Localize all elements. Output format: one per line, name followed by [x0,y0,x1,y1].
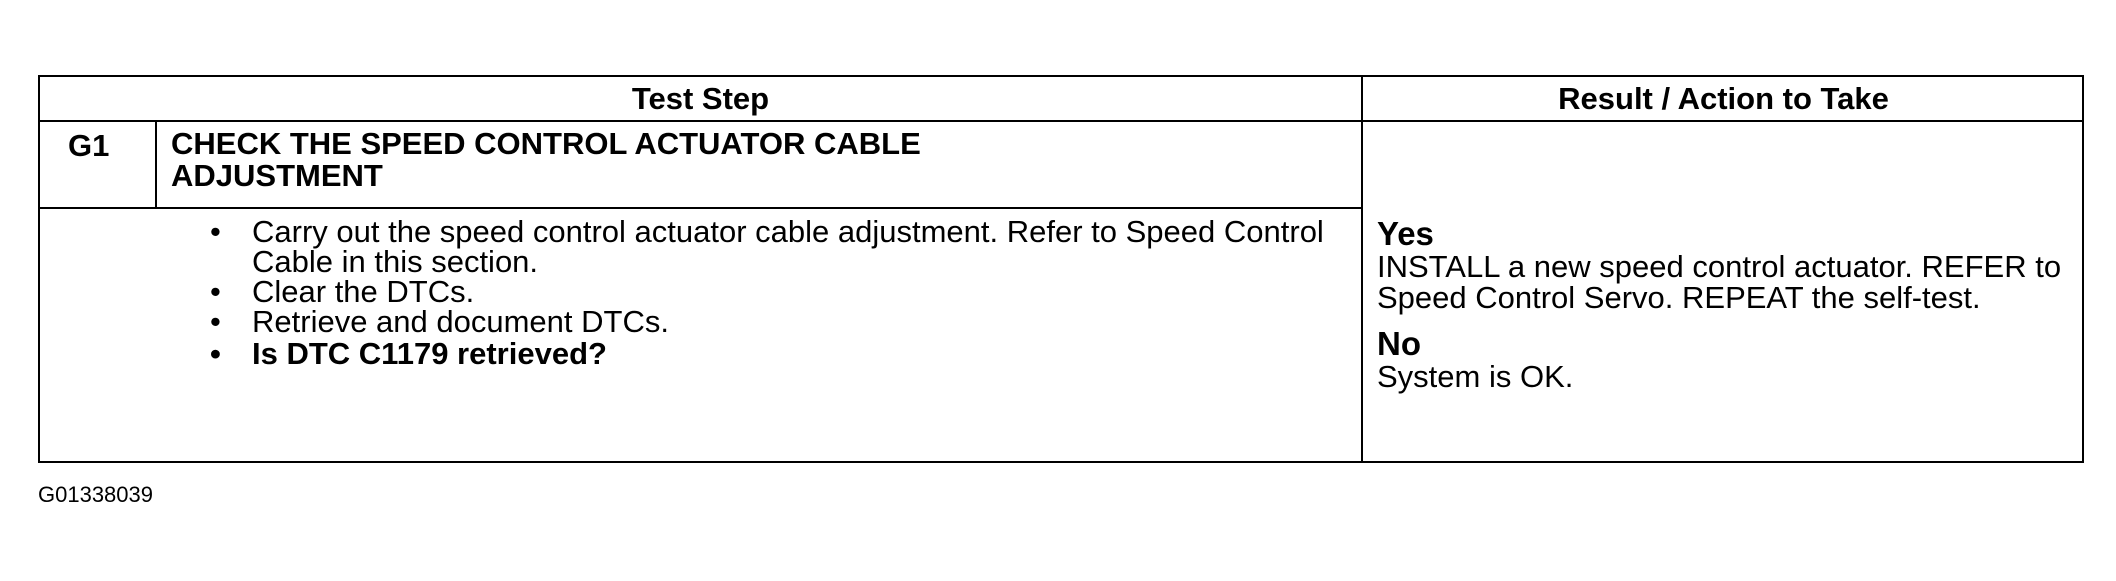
column-divider [1361,77,1363,463]
bullet-text: Retrieve and document DTCs. [252,304,669,339]
bullet-text: Clear the DTCs. [252,274,475,309]
bullet-icon: • [210,274,221,309]
table-header-row: Test Step Result / Action to Take [40,77,2082,122]
bullet-question: Is DTC C1179 retrieved? [252,336,607,371]
list-item: • Clear the DTCs. [200,274,1340,309]
list-item: • Is DTC C1179 retrieved? [200,336,1340,371]
diagnostic-table: Test Step Result / Action to Take G1 CHE… [38,75,2084,463]
header-test-step: Test Step [631,81,770,116]
result-no-text: System is OK. [1377,359,1574,394]
step-title: CHECK THE SPEED CONTROL ACTUATOR CABLE A… [157,122,1361,209]
figure-caption: G01338039 [38,482,153,507]
bullet-icon: • [210,336,221,371]
results-cell: Yes INSTALL a new speed control actuator… [1377,215,2077,394]
bullet-icon: • [210,214,221,249]
result-yes-text: INSTALL a new speed control actuator. RE… [1377,249,2062,315]
header-result-action: Result / Action to Take [1558,81,1889,116]
result-no-label: No [1377,325,1421,362]
result-yes-label: Yes [1377,215,1434,252]
result-yes-block: Yes INSTALL a new speed control actuator… [1377,215,2077,315]
bullet-text: Carry out the speed control actuator cab… [252,214,1324,279]
list-item: • Retrieve and document DTCs. [200,304,1340,339]
step-bullet-list: • Carry out the speed control actuator c… [200,214,1340,371]
step-id: G1 [40,122,157,209]
list-item: • Carry out the speed control actuator c… [200,214,1340,279]
bullet-icon: • [210,304,221,339]
result-no-block: No System is OK. [1377,325,2077,394]
